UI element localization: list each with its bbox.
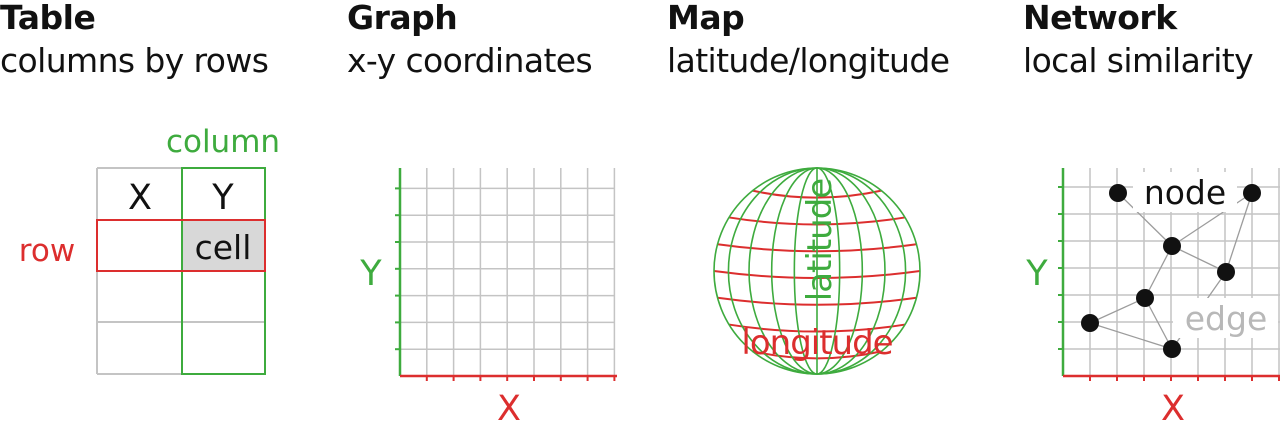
panel-title: Graph: [347, 0, 458, 37]
edge: [1144, 297, 1173, 350]
panel-title: Table: [0, 0, 96, 37]
node-label: node: [1144, 173, 1226, 212]
edge: [1089, 297, 1146, 324]
node: [1217, 263, 1235, 281]
edge: [1117, 192, 1173, 247]
edge: [1171, 192, 1253, 247]
header-x: X: [128, 178, 152, 218]
x-axis-label: X: [1161, 389, 1185, 423]
table-row-outline: [96, 219, 266, 272]
graph-panel: Graph x-y coordinates X Y: [347, 0, 637, 423]
panel-subtitle: columns by rows: [0, 41, 269, 80]
graph-ticks: [395, 187, 616, 381]
y-axis-label: Y: [359, 254, 382, 294]
edge: [1144, 245, 1173, 299]
node: [1163, 340, 1181, 358]
panel-title: Map: [667, 0, 745, 37]
table-cell-highlight: [182, 220, 265, 270]
node: [1109, 184, 1127, 202]
edge: [1171, 245, 1227, 273]
node-label-bg: [1133, 172, 1237, 212]
graph-grid: [400, 168, 616, 376]
graph-diagram: X Y: [359, 168, 617, 423]
network-nodes: [1081, 184, 1261, 358]
table-panel: Table columns by rows column X Y cell ro…: [0, 0, 320, 423]
header-y: Y: [211, 178, 234, 218]
latitude-label: latitude: [800, 179, 840, 302]
node: [1163, 237, 1181, 255]
edge: [1089, 322, 1173, 350]
panel-subtitle: x-y coordinates: [347, 41, 593, 80]
globe-outline: [713, 167, 921, 375]
node: [1136, 289, 1154, 307]
column-label: column: [166, 124, 280, 160]
panel-title: Network: [1023, 0, 1177, 37]
map-panel: Map latitude/longitude longitude latitud…: [667, 0, 987, 423]
x-axis-label: X: [497, 389, 521, 423]
panel-subtitle: latitude/longitude: [667, 41, 950, 80]
panel-subtitle: local similarity: [1023, 41, 1254, 80]
network-diagram: node edge X Y: [1025, 168, 1280, 423]
row-label: row: [19, 233, 75, 269]
edge-label-bg: [1173, 298, 1278, 338]
edge-label: edge: [1185, 299, 1268, 338]
node: [1243, 184, 1261, 202]
cell-label: cell: [195, 228, 252, 267]
map-diagram: longitude latitude: [713, 167, 921, 375]
table-diagram: column X Y cell row: [19, 124, 280, 375]
y-axis-label: Y: [1025, 254, 1048, 294]
edge: [1225, 192, 1253, 273]
node: [1081, 314, 1099, 332]
longitude-label: longitude: [741, 323, 892, 363]
network-panel: Network local similarity: [1023, 0, 1280, 423]
